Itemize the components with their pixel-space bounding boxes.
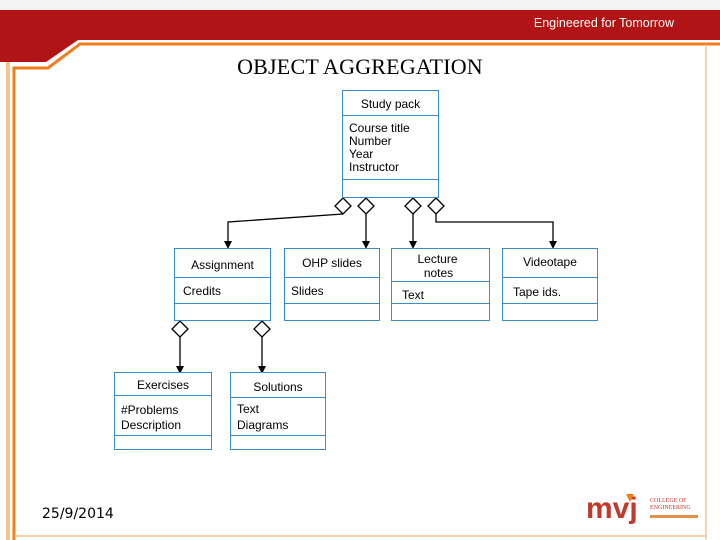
class-attribute: Tape ids. bbox=[513, 285, 562, 299]
class-divider bbox=[231, 397, 325, 398]
class-divider bbox=[115, 435, 211, 436]
aggregation-diamond bbox=[171, 320, 189, 338]
class-attribute: Instructor bbox=[349, 160, 400, 174]
class-exercises: Exercises #Problems Description bbox=[114, 372, 212, 450]
class-divider bbox=[343, 115, 438, 116]
class-attribute: Text bbox=[237, 402, 260, 416]
class-name: Exercises bbox=[136, 378, 189, 392]
class-attribute: #Problems bbox=[121, 403, 179, 417]
page-title: OBJECT AGGREGATION bbox=[237, 54, 483, 79]
class-lecture-notes: Lecture notes Text bbox=[391, 248, 490, 321]
mvj-logo: mvj bbox=[586, 492, 638, 525]
header-band bbox=[0, 10, 720, 62]
aggregation-diamond bbox=[357, 197, 375, 215]
class-attribute: Slides bbox=[291, 284, 324, 298]
class-divider bbox=[343, 179, 438, 180]
accent-line bbox=[12, 42, 720, 540]
college-underline bbox=[650, 515, 698, 518]
class-attribute: Text bbox=[402, 288, 425, 302]
class-attribute: Course title bbox=[349, 121, 410, 135]
class-attribute: Number bbox=[349, 134, 392, 148]
aggregation-diamond bbox=[253, 320, 271, 338]
class-solutions: Solutions Text Diagrams bbox=[230, 372, 326, 450]
left-shade bbox=[6, 62, 10, 540]
aggregation-diamond bbox=[427, 197, 445, 215]
class-divider bbox=[285, 277, 379, 278]
class-ohp-slides: OHP slides Slides bbox=[284, 248, 380, 321]
college-name: COLLEGE OF ENGINEERING bbox=[650, 498, 706, 518]
class-name: OHP slides bbox=[302, 256, 362, 270]
class-attribute: Diagrams bbox=[237, 418, 289, 432]
slide-date: 25/9/2014 bbox=[42, 506, 114, 522]
class-divider bbox=[115, 395, 211, 396]
college-line: COLLEGE OF bbox=[650, 498, 687, 504]
aggregation-diamond bbox=[334, 197, 352, 215]
class-attribute: Credits bbox=[183, 284, 222, 298]
class-divider bbox=[175, 277, 270, 278]
class-name: Videotape bbox=[523, 255, 577, 269]
class-videotape: Videotape Tape ids. bbox=[502, 248, 598, 321]
class-name: Study pack bbox=[360, 97, 421, 111]
class-divider bbox=[392, 281, 489, 282]
header-tagline: Engineered for Tomorrow bbox=[533, 16, 674, 30]
college-line: ENGINEERING bbox=[650, 505, 691, 511]
link-assignment bbox=[224, 213, 344, 249]
class-divider bbox=[392, 303, 489, 304]
class-attribute: Description bbox=[121, 418, 182, 432]
logo-accent bbox=[626, 494, 634, 502]
class-name: Assignment bbox=[191, 258, 254, 272]
class-attribute: Year bbox=[349, 147, 374, 161]
class-divider bbox=[503, 303, 597, 304]
class-name: notes bbox=[423, 266, 454, 280]
link-videotape bbox=[435, 214, 557, 249]
class-divider bbox=[503, 277, 597, 278]
class-name: Solutions bbox=[253, 380, 303, 394]
class-study-pack: Study pack Course title Number Year Inst… bbox=[342, 90, 439, 198]
aggregation-diamond bbox=[404, 197, 422, 215]
top-strip bbox=[0, 0, 720, 10]
class-assignment: Assignment Credits bbox=[174, 248, 271, 321]
class-divider bbox=[285, 303, 379, 304]
class-divider bbox=[231, 435, 325, 436]
class-divider bbox=[175, 303, 270, 304]
class-name: Lecture bbox=[417, 252, 458, 266]
